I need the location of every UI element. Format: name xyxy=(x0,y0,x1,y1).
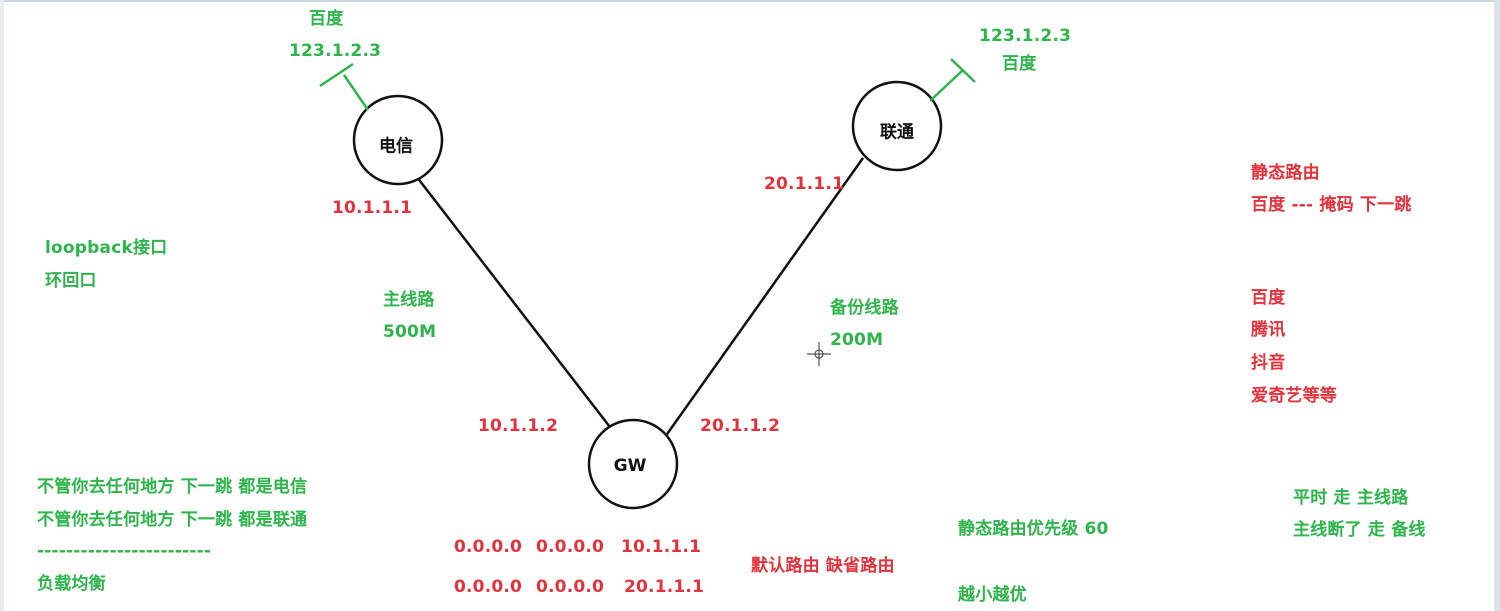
backup-link-name: 备份线路 xyxy=(830,298,899,318)
telecom-interface-ip: 10.1.1.1 xyxy=(332,198,413,218)
crosshair-cursor-icon xyxy=(807,342,831,366)
unicom-target-stem xyxy=(929,69,964,102)
unicom-interface-ip: 20.1.1.1 xyxy=(764,174,845,194)
route-1-dest: 0.0.0.0 xyxy=(454,537,523,557)
backup-link-line xyxy=(663,157,865,438)
backup-link-bandwidth: 200M xyxy=(830,330,884,350)
unicom-rule-note: 不管你去任何地方 下一跳 都是联通 xyxy=(37,510,308,530)
main-link-bandwidth: 500M xyxy=(383,322,437,342)
loopback-cn-note: 环回口 xyxy=(45,271,97,291)
window-right-border xyxy=(1494,0,1500,611)
static-route-heading: 静态路由 xyxy=(1251,163,1320,183)
route-1-mask: 0.0.0.0 xyxy=(536,537,605,557)
unicom-target-name: 百度 xyxy=(1002,54,1037,74)
gw-left-interface-ip: 10.1.1.2 xyxy=(478,416,559,436)
site-item: 百度 xyxy=(1251,288,1286,308)
unicom-node-circle xyxy=(851,80,943,172)
site-item: 抖音 xyxy=(1251,353,1286,373)
gw-node-circle xyxy=(587,418,679,510)
window-top-border xyxy=(0,0,1500,2)
gw-node-label: GW xyxy=(613,456,647,476)
site-item: 腾讯 xyxy=(1251,320,1286,340)
static-priority-note: 静态路由优先级 60 xyxy=(958,519,1109,539)
main-link-name: 主线路 xyxy=(383,290,435,310)
main-link-line xyxy=(412,171,614,432)
gw-right-interface-ip: 20.1.1.2 xyxy=(700,416,781,436)
telecom-target-name: 百度 xyxy=(309,9,344,29)
unicom-target-ip: 123.1.2.3 xyxy=(979,26,1072,46)
default-route-note: 默认路由 缺省路由 xyxy=(751,556,895,576)
normal-path-note: 平时 走 主线路 xyxy=(1293,488,1409,508)
telecom-rule-note: 不管你去任何地方 下一跳 都是电信 xyxy=(37,477,308,497)
route-1-next-hop: 10.1.1.1 xyxy=(621,537,702,557)
route-2-next-hop: 20.1.1.1 xyxy=(624,577,705,597)
site-item: 爱奇艺等等 xyxy=(1251,386,1337,406)
telecom-node-label: 电信 xyxy=(379,136,413,157)
route-2-dest: 0.0.0.0 xyxy=(454,577,523,597)
telecom-target-bar xyxy=(319,62,354,88)
telecom-target-stem xyxy=(342,74,370,111)
static-route-format: 百度 --- 掩码 下一跳 xyxy=(1251,195,1412,215)
smaller-better-note: 越小越优 xyxy=(958,585,1027,605)
failover-note: 主线断了 走 备线 xyxy=(1293,520,1426,540)
route-2-mask: 0.0.0.0 xyxy=(536,577,605,597)
unicom-target-bar xyxy=(950,58,976,83)
unicom-node-label: 联通 xyxy=(880,122,914,143)
telecom-node-circle xyxy=(352,94,444,186)
separator-dashes: ------------------------ xyxy=(37,541,212,561)
load-balance-note: 负载均衡 xyxy=(37,574,106,594)
loopback-note: loopback接口 xyxy=(45,238,168,258)
telecom-target-ip: 123.1.2.3 xyxy=(289,41,382,61)
window-left-border xyxy=(0,0,4,611)
